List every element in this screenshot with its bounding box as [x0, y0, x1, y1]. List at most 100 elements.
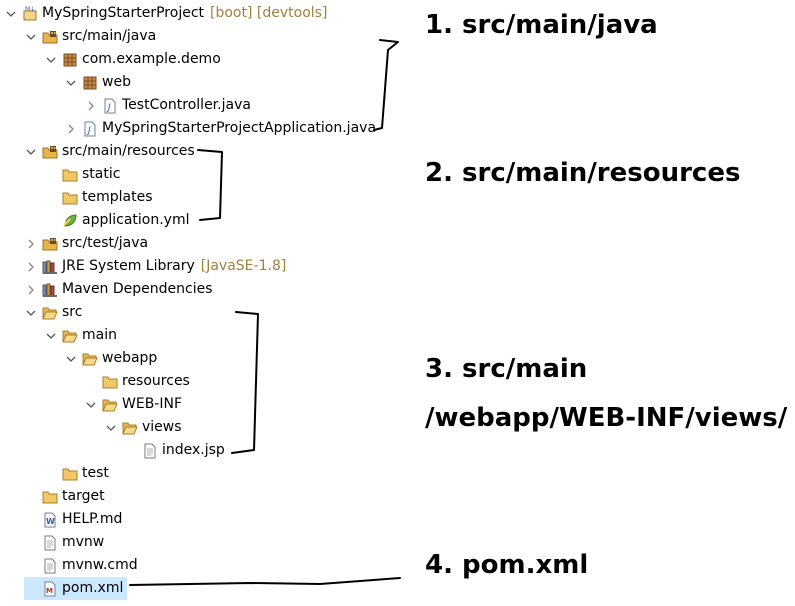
tree-item-file-application-java[interactable]: J MySpringStarterProjectApplication.java — [64, 117, 376, 140]
folder-icon — [62, 190, 78, 206]
tree-item-label: index.jsp — [162, 442, 225, 458]
twistie-spacer — [24, 536, 38, 550]
tree-item-package-web[interactable]: web — [64, 71, 131, 94]
chevron-down-icon[interactable] — [44, 329, 58, 343]
chevron-right-icon[interactable] — [24, 260, 38, 274]
tree-item-label: application.yml — [82, 212, 190, 228]
tree-item-folder-web-inf[interactable]: WEB-INF — [84, 393, 182, 416]
tree-item-file-mvnw[interactable]: mvnw — [24, 531, 104, 554]
twistie-spacer — [24, 559, 38, 573]
tree-item-file-index-jsp[interactable]: index.jsp — [124, 439, 225, 462]
tree-item-label: mvnw.cmd — [62, 557, 138, 573]
chevron-down-icon[interactable] — [24, 306, 38, 320]
tree-item-folder-src[interactable]: src — [24, 301, 82, 324]
tree-item-label: mvnw — [62, 534, 105, 550]
chevron-right-icon[interactable] — [24, 283, 38, 297]
java-file-icon: J — [82, 121, 98, 137]
word-file-icon: W — [42, 512, 58, 528]
package-icon — [62, 52, 78, 68]
tree-item-label: web — [102, 74, 131, 90]
chevron-down-icon[interactable] — [84, 398, 98, 412]
twistie-spacer — [44, 214, 58, 228]
tree-item-src-main-java[interactable]: src/main/java — [24, 25, 156, 48]
svg-text:J: J — [106, 103, 111, 113]
open-folder-icon — [122, 420, 138, 436]
tree-item-label: main — [82, 327, 117, 343]
maven-file-icon: M — [42, 581, 58, 597]
folder-icon — [42, 489, 58, 505]
tree-item-label: src — [62, 304, 83, 320]
tree-item-label: target — [62, 488, 105, 504]
folder-icon — [102, 374, 118, 390]
twistie-spacer — [24, 513, 38, 527]
tree-item-project-root[interactable]: M↓MySpringStarterProject[boot] [devtools… — [4, 2, 327, 25]
tree-item-label: webapp — [102, 350, 158, 366]
svg-text:M: M — [46, 587, 53, 595]
chevron-right-icon[interactable] — [64, 122, 78, 136]
tree-item-file-mvnw-cmd[interactable]: mvnw.cmd — [24, 554, 138, 577]
tree-item-label: static — [82, 166, 121, 182]
open-folder-icon — [82, 351, 98, 367]
svg-text:J: J — [86, 126, 91, 136]
tree-item-label: HELP.md — [62, 511, 123, 527]
tree-item-package-com-example-demo[interactable]: com.example.demo — [44, 48, 221, 71]
folder-icon — [62, 167, 78, 183]
tree-item-maven-dependencies[interactable]: Maven Dependencies — [24, 278, 213, 301]
source-folder-icon — [42, 236, 58, 252]
twistie-spacer — [44, 467, 58, 481]
chevron-down-icon[interactable] — [64, 76, 78, 90]
annotation-2: 2. src/main/resources — [425, 158, 741, 188]
tree-item-file-application-yml[interactable]: application.yml — [44, 209, 190, 232]
source-folder-icon — [42, 29, 58, 45]
annotation-4: 4. pom.xml — [425, 550, 589, 580]
spring-file-icon — [62, 213, 78, 229]
tree-item-label: pom.xml — [62, 580, 124, 596]
chevron-down-icon[interactable] — [104, 421, 118, 435]
chevron-down-icon[interactable] — [64, 352, 78, 366]
tree-item-folder-target[interactable]: target — [24, 485, 105, 508]
java-file-icon: J — [102, 98, 118, 114]
tree-item-label: templates — [82, 189, 153, 205]
folder-icon — [62, 466, 78, 482]
tree-item-label: JRE System Library — [62, 258, 195, 274]
annotation-3-line1: 3. src/main — [425, 354, 588, 384]
tree-item-folder-test[interactable]: test — [44, 462, 109, 485]
file-icon — [42, 535, 58, 551]
tree-item-jre-library[interactable]: JRE System Library [JavaSE-1.8] — [24, 255, 286, 278]
twistie-spacer — [24, 582, 38, 596]
svg-text:M↓: M↓ — [25, 6, 35, 13]
tree-item-folder-resources[interactable]: resources — [84, 370, 190, 393]
tree-item-src-test-java[interactable]: src/test/java — [24, 232, 148, 255]
tree-item-label: views — [142, 419, 182, 435]
library-icon — [42, 259, 58, 275]
tree-item-decoration: [JavaSE-1.8] — [200, 258, 287, 274]
tree-item-label: src/test/java — [62, 235, 149, 251]
tree-item-label: MySpringStarterProject — [42, 5, 205, 21]
tree-item-label: MySpringStarterProjectApplication.java — [102, 120, 377, 136]
tree-item-label: src/main/java — [62, 28, 157, 44]
tree-item-src-main-resources[interactable]: src/main/resources — [24, 140, 195, 163]
twistie-spacer — [24, 490, 38, 504]
open-folder-icon — [102, 397, 118, 413]
tree-item-folder-views[interactable]: views — [104, 416, 182, 439]
chevron-right-icon[interactable] — [84, 99, 98, 113]
chevron-down-icon[interactable] — [24, 145, 38, 159]
open-folder-icon — [62, 328, 78, 344]
tree-item-folder-templates[interactable]: templates — [44, 186, 153, 209]
chevron-down-icon[interactable] — [4, 7, 18, 21]
chevron-right-icon[interactable] — [24, 237, 38, 251]
tree-item-folder-webapp[interactable]: webapp — [64, 347, 157, 370]
chevron-down-icon[interactable] — [44, 53, 58, 67]
tree-item-label: src/main/resources — [62, 143, 195, 159]
open-folder-icon — [42, 305, 58, 321]
chevron-down-icon[interactable] — [24, 30, 38, 44]
tree-item-folder-static[interactable]: static — [44, 163, 120, 186]
library-icon — [42, 282, 58, 298]
twistie-spacer — [84, 375, 98, 389]
tree-item-label: test — [82, 465, 109, 481]
tree-item-label: WEB-INF — [122, 396, 182, 412]
tree-item-folder-main[interactable]: main — [44, 324, 117, 347]
